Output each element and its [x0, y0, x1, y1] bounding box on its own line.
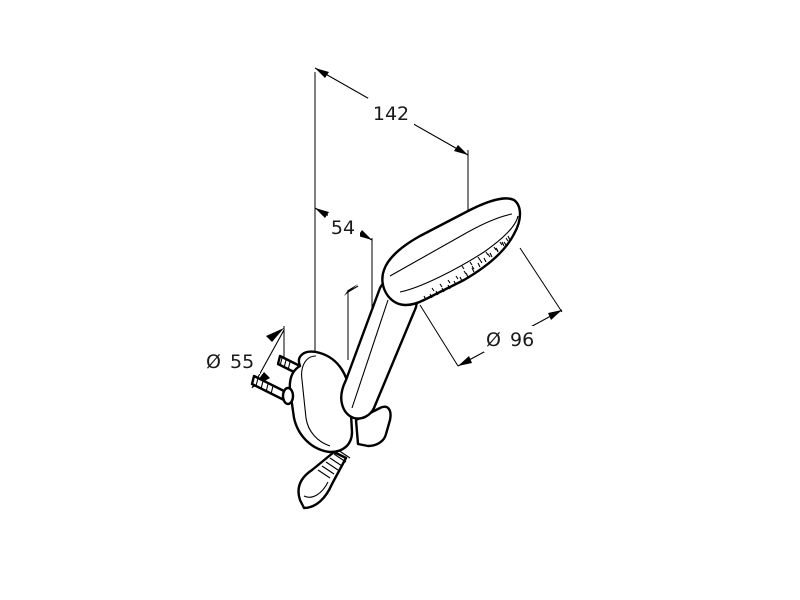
screw-thread	[260, 380, 264, 390]
diameter-symbol: Ø	[206, 351, 221, 373]
shower-head-rim	[389, 213, 513, 277]
extension-line-head-bottom	[419, 304, 459, 367]
arrowhead	[548, 310, 562, 320]
shower-head-faceplate	[399, 215, 519, 293]
dimension-label-55: 55	[230, 351, 254, 373]
arrowhead	[315, 208, 329, 218]
arrowhead	[266, 328, 284, 342]
hose-coils	[317, 449, 351, 479]
diameter-symbol: Ø	[486, 329, 501, 351]
shower-head	[381, 197, 522, 307]
handle-ridge	[351, 299, 389, 409]
label-mask	[484, 326, 540, 352]
dimension-diameter-96: Ø 96	[457, 309, 563, 367]
holder-screw-cap	[281, 386, 295, 406]
shower-hose	[297, 449, 351, 510]
dimension-label-54: 54	[331, 217, 355, 239]
screw-thread	[265, 383, 269, 393]
screw-thread	[279, 357, 283, 367]
dimension-142: 142	[314, 67, 469, 156]
screw-thread	[287, 361, 291, 371]
spray-nozzles	[423, 235, 511, 301]
hose-connector-edge	[303, 481, 329, 498]
dimension-diameter-55: Ø 55	[204, 328, 285, 389]
dimension-54: 54	[314, 207, 373, 296]
label-mask	[368, 98, 414, 126]
wall-holder	[281, 350, 392, 454]
hose-connector	[297, 450, 348, 510]
label-mask	[328, 214, 360, 240]
screw-thread	[283, 359, 287, 369]
label-mask	[204, 348, 260, 374]
arrowhead	[458, 356, 472, 366]
arrowhead	[358, 230, 372, 240]
arrowhead	[344, 284, 358, 296]
arrowhead	[315, 68, 329, 78]
extension-line-head-top	[519, 247, 563, 313]
dimension-label-142: 142	[373, 103, 409, 125]
dimension-label-96: 96	[510, 329, 534, 351]
screw-thread	[255, 377, 259, 387]
holder-face-edge	[301, 355, 331, 447]
screw-thread	[270, 385, 274, 395]
arrowhead	[454, 145, 468, 155]
hand-shower	[340, 197, 522, 420]
